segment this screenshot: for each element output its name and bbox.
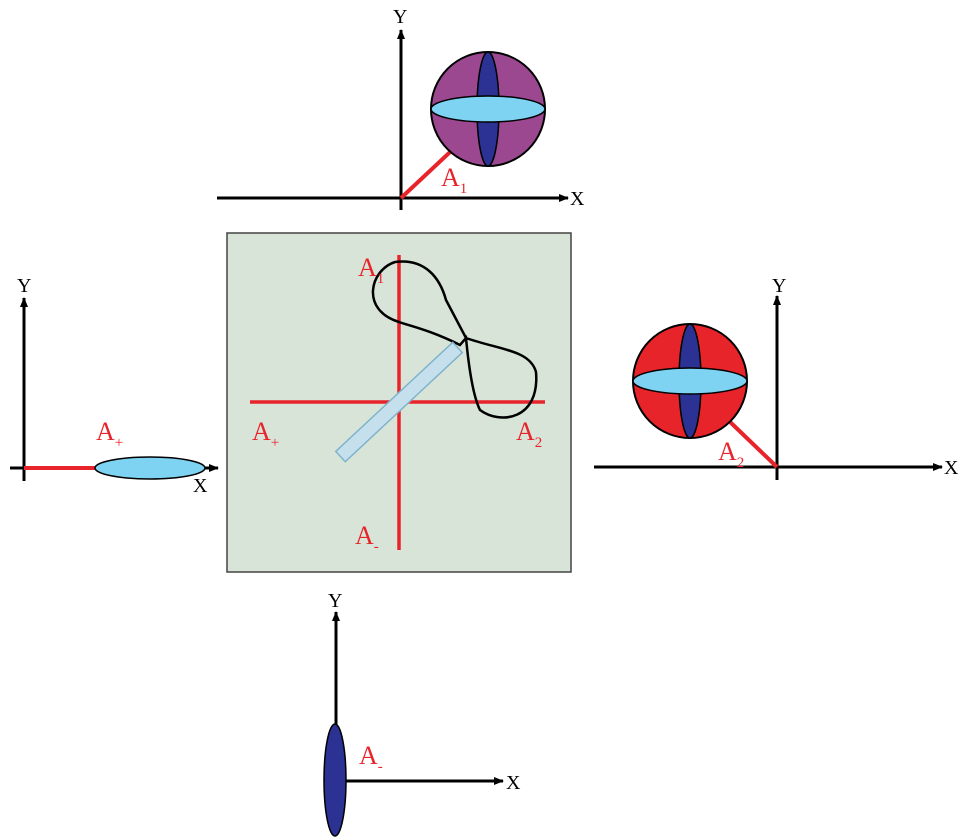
- right-plot-vector-label: A2: [718, 437, 744, 471]
- right-plot-red-sphere: [632, 323, 748, 439]
- purple-sphere-horizontal-ellipse: [430, 95, 546, 123]
- left-plot-x-label: X: [193, 475, 208, 497]
- bottom-plot-tall-ellipse: [323, 723, 347, 837]
- red-sphere-horizontal-ellipse: [632, 367, 748, 395]
- center-label-a1: A1: [358, 253, 384, 287]
- left-plot-flat-ellipse: [94, 456, 206, 480]
- left-plot: Y X A+: [10, 275, 219, 497]
- bottom-plot: Y X A-: [323, 590, 521, 837]
- right-plot-y-label: Y: [772, 275, 786, 297]
- bottom-plot-y-label: Y: [328, 590, 342, 612]
- right-plot-x-label: X: [944, 457, 959, 479]
- right-plot-vector-a2: [726, 418, 779, 469]
- bottom-plot-vector-label: A-: [359, 741, 383, 775]
- center-label-aminus: A-: [355, 521, 379, 555]
- top-plot-y-label: Y: [393, 6, 407, 28]
- top-plot-vector-label: A1: [441, 163, 467, 197]
- right-plot: X Y A2: [594, 275, 959, 480]
- top-plot-x-label: X: [570, 188, 585, 210]
- inclined-bar-shape: [334, 341, 464, 463]
- top-plot: X Y A1: [217, 6, 585, 210]
- center-label-aplus: A+: [252, 417, 279, 451]
- center-label-a2: A2: [516, 417, 542, 451]
- center-lemniscate-loop: [371, 260, 538, 419]
- top-plot-purple-sphere: [430, 51, 546, 167]
- bottom-plot-x-label: X: [506, 772, 521, 794]
- left-plot-y-label: Y: [17, 275, 31, 297]
- left-plot-vector-label: A+: [96, 417, 123, 451]
- center-inclined-bar: [334, 341, 464, 463]
- center-panel: A1 A2 A+ A-: [226, 232, 572, 573]
